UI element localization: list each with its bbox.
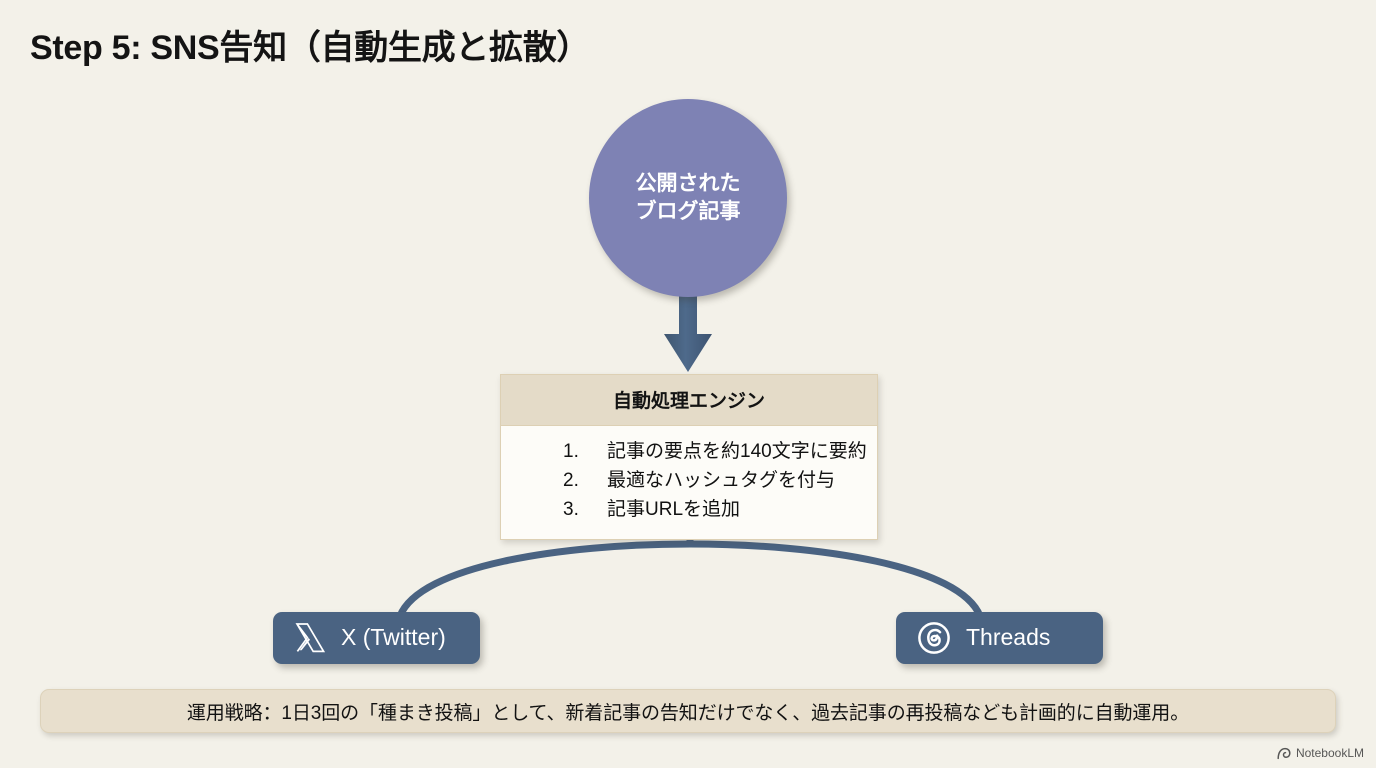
- watermark-label: NotebookLM: [1295, 746, 1364, 760]
- engine-title: 自動処理エンジン: [501, 375, 877, 426]
- node-label-line1: 公開された: [635, 171, 741, 195]
- engine-step-item: 記事URLを追加: [563, 496, 741, 525]
- channel-button-threads[interactable]: Threads: [896, 612, 1103, 664]
- strategy-banner-text: 運用戦略：1日3回の「種まき投稿」として、新着記事の告知だけでなく、過去記事の再…: [186, 702, 1190, 724]
- channel-button-x-twitter[interactable]: X (Twitter): [273, 612, 480, 664]
- strategy-banner: 運用戦略：1日3回の「種まき投稿」として、新着記事の告知だけでなく、過去記事の再…: [40, 689, 1336, 733]
- watermark: NotebookLM: [1277, 746, 1364, 760]
- page-title: Step 5: SNS告知（自動生成と拡散）: [30, 29, 591, 67]
- channel-label: X (Twitter): [341, 623, 446, 650]
- threads-icon: [918, 622, 950, 654]
- channel-label: Threads: [966, 623, 1051, 650]
- engine-steps-list: 記事の要点を約140文字に要約 最適なハッシュタグを付与 記事URLを追加: [501, 426, 877, 539]
- engine-step-item: 最適なハッシュタグを付与: [563, 467, 836, 496]
- engine-step-item: 記事の要点を約140文字に要約: [563, 438, 867, 467]
- flow-arrow-down-icon: [664, 268, 712, 372]
- notebooklm-logo-icon: [1277, 747, 1291, 759]
- node-label-line2: ブログ記事: [635, 200, 741, 223]
- x-twitter-icon: [295, 623, 326, 653]
- node-published-blog-article: 公開された ブログ記事: [589, 99, 787, 297]
- automation-engine-box: 自動処理エンジン 記事の要点を約140文字に要約 最適なハッシュタグを付与 記事…: [500, 374, 878, 540]
